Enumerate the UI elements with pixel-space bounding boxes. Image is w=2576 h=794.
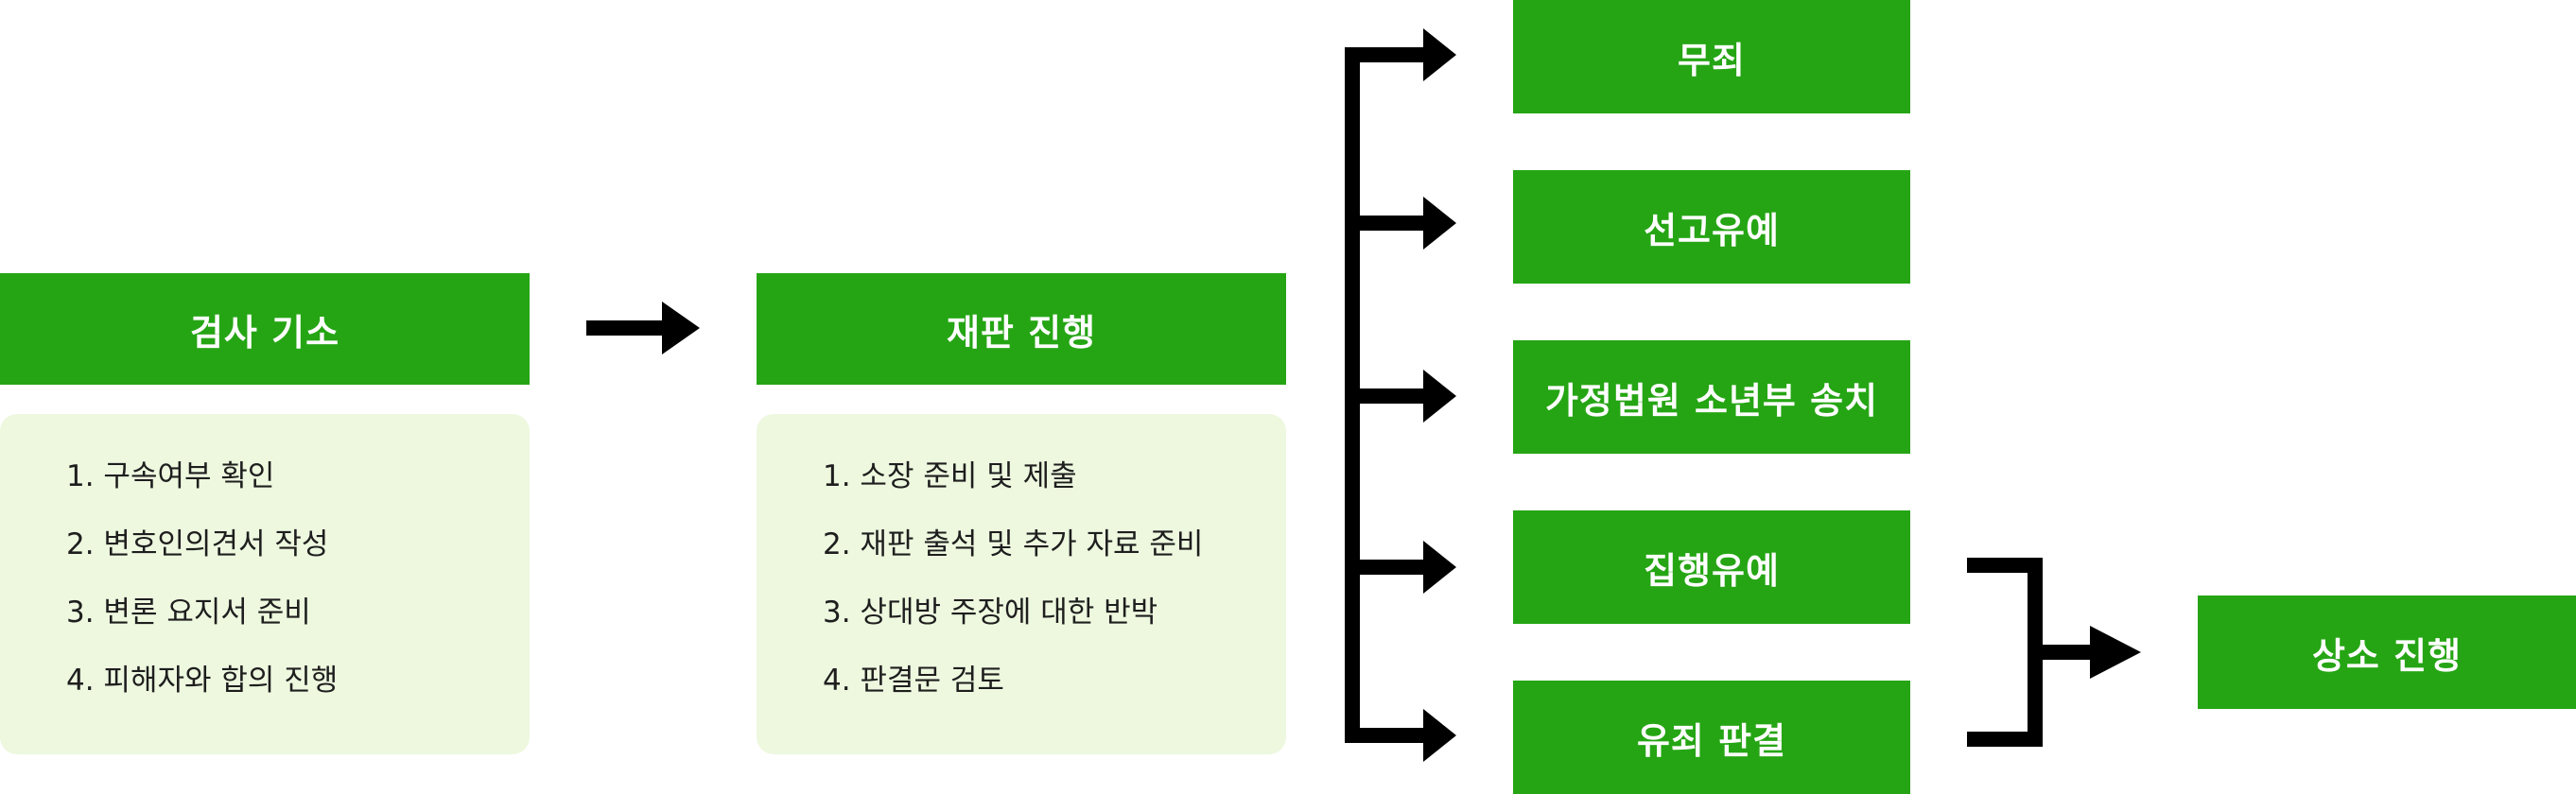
list-item: 4. 피해자와 합의 진행 xyxy=(66,664,339,698)
outcome-label: 집행유예 xyxy=(1644,549,1780,592)
trial-title-box: 재판 진행 xyxy=(757,273,1286,385)
appeal-box: 상소 진행 xyxy=(2198,596,2576,709)
list-item: 3. 변론 요지서 준비 xyxy=(66,596,311,630)
arrowhead-probation xyxy=(1423,541,1456,594)
indictment-checklist: 1. 구속여부 확인 2. 변호인의견서 작성 3. 변론 요지서 준비 4. … xyxy=(0,414,530,754)
arrowhead-juvenile xyxy=(1423,370,1456,423)
outcome-box-suspended-sentence-pronouncement: 선고유예 xyxy=(1513,170,1910,284)
outcome-box-probation: 집행유예 xyxy=(1513,510,1910,624)
merge-bracket xyxy=(1967,558,2043,747)
list-item: 1. 구속여부 확인 xyxy=(66,459,275,493)
list-item: 2. 재판 출석 및 추가 자료 준비 xyxy=(823,527,1204,561)
outcome-box-juvenile-court: 가정법원 소년부 송치 xyxy=(1513,340,1910,454)
arrowhead-guilty xyxy=(1423,709,1456,762)
list-item: 3. 상대방 주장에 대한 반박 xyxy=(823,596,1158,630)
arrowhead-trial xyxy=(662,302,700,354)
arrowhead-acquittal xyxy=(1423,28,1456,81)
outcome-box-guilty-verdict: 유죄 판결 xyxy=(1513,681,1910,794)
outcome-label: 유죄 판결 xyxy=(1636,719,1787,762)
outcome-label: 가정법원 소년부 송치 xyxy=(1544,379,1879,422)
list-item: 1. 소장 준비 및 제출 xyxy=(823,459,1077,493)
arrowhead-suspended xyxy=(1423,197,1456,250)
appeal-label: 상소 진행 xyxy=(2311,634,2463,677)
list-item: 2. 변호인의견서 작성 xyxy=(66,527,329,561)
trial-title: 재판 진행 xyxy=(946,311,1097,354)
trial-checklist: 1. 소장 준비 및 제출 2. 재판 출석 및 추가 자료 준비 3. 상대방… xyxy=(757,414,1286,754)
outcome-label: 무죄 xyxy=(1678,39,1746,81)
indictment-title-box: 검사 기소 xyxy=(0,273,530,385)
outcome-label: 선고유예 xyxy=(1644,209,1780,251)
list-item: 4. 판결문 검토 xyxy=(823,664,1004,698)
indictment-title: 검사 기소 xyxy=(189,311,340,354)
arrowhead-appeal xyxy=(2090,626,2141,679)
outcome-box-acquittal: 무죄 xyxy=(1513,0,1910,113)
